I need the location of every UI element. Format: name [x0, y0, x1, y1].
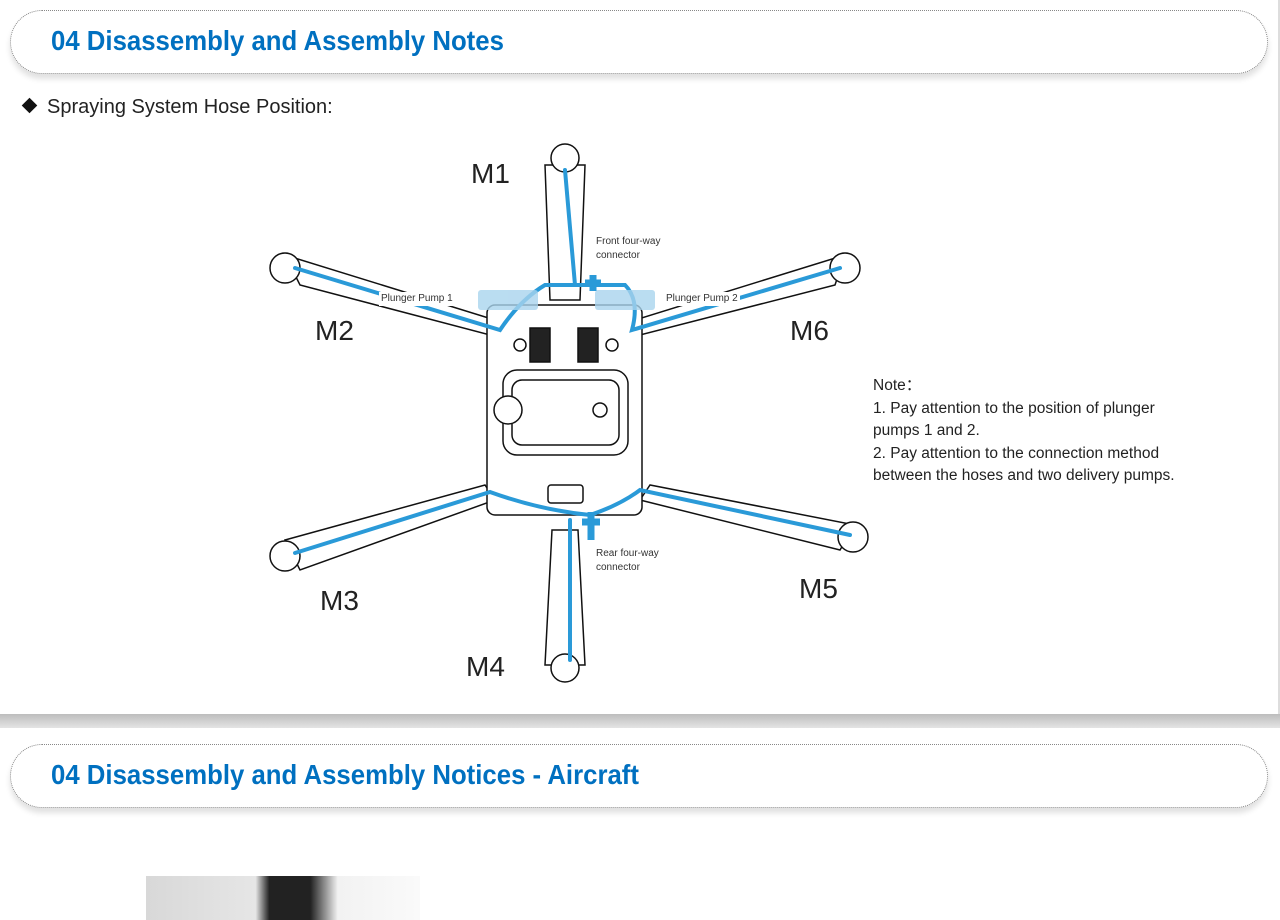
- rear-connector-icon: [582, 512, 600, 540]
- title-banner: 04 Disassembly and Assembly Notes: [10, 10, 1268, 74]
- note-line: 1. Pay attention to the position of plun…: [873, 399, 1155, 417]
- plunger-pump-1-label: Plunger Pump 1: [379, 292, 455, 306]
- motor-m6: [829, 252, 861, 284]
- assembly-photo: [146, 876, 420, 920]
- plunger-pump-2-label: Plunger Pump 2: [664, 292, 740, 306]
- note-line: pumps 1 and 2.: [873, 422, 980, 439]
- slide-aircraft-notices: 04 Disassembly and Assembly Notices - Ai…: [0, 728, 1278, 920]
- hoses: [293, 168, 852, 662]
- motor-m4: [550, 653, 580, 683]
- tank-cap: [493, 395, 523, 425]
- slide-title: 04 Disassembly and Assembly Notices - Ai…: [51, 759, 639, 790]
- motor-label-m6: M6: [790, 315, 829, 346]
- motor-label-m3: M3: [320, 585, 359, 616]
- arm-m5: [638, 484, 857, 551]
- section-heading: Spraying System Hose Position:: [21, 96, 333, 119]
- arm-m3: [283, 484, 497, 571]
- motor-label-m4: M4: [466, 651, 505, 682]
- plunger-pump-1-highlight: [478, 290, 538, 310]
- motor-label-m2: M2: [315, 315, 354, 346]
- title-banner: 04 Disassembly and Assembly Notices - Ai…: [10, 744, 1268, 808]
- arm-m4: [544, 529, 586, 666]
- slide-title: 04 Disassembly and Assembly Notes: [51, 25, 504, 56]
- motor-label-m1: M1: [471, 158, 510, 189]
- section-heading-text: Spraying System Hose Position:: [47, 96, 333, 118]
- motor-m5: [837, 521, 869, 553]
- note-heading: Note：: [873, 377, 922, 394]
- plunger-pump-2-highlight: [595, 290, 655, 310]
- front-connector-icon: [585, 275, 601, 291]
- drone-hose-diagram: [269, 143, 869, 683]
- slide-separator: [0, 714, 1280, 728]
- slide-hose-position: 04 Disassembly and Assembly Notes Sprayi…: [10, 0, 1280, 714]
- note-block: Note： 1. Pay attention to the position o…: [873, 375, 1175, 488]
- motor-m1: [550, 143, 580, 173]
- note-line: between the hoses and two delivery pumps…: [873, 467, 1175, 484]
- note-line: 2. Pay attention to the connection metho…: [873, 444, 1160, 462]
- motor-label-m5: M5: [799, 573, 838, 604]
- motor-m3: [269, 540, 301, 572]
